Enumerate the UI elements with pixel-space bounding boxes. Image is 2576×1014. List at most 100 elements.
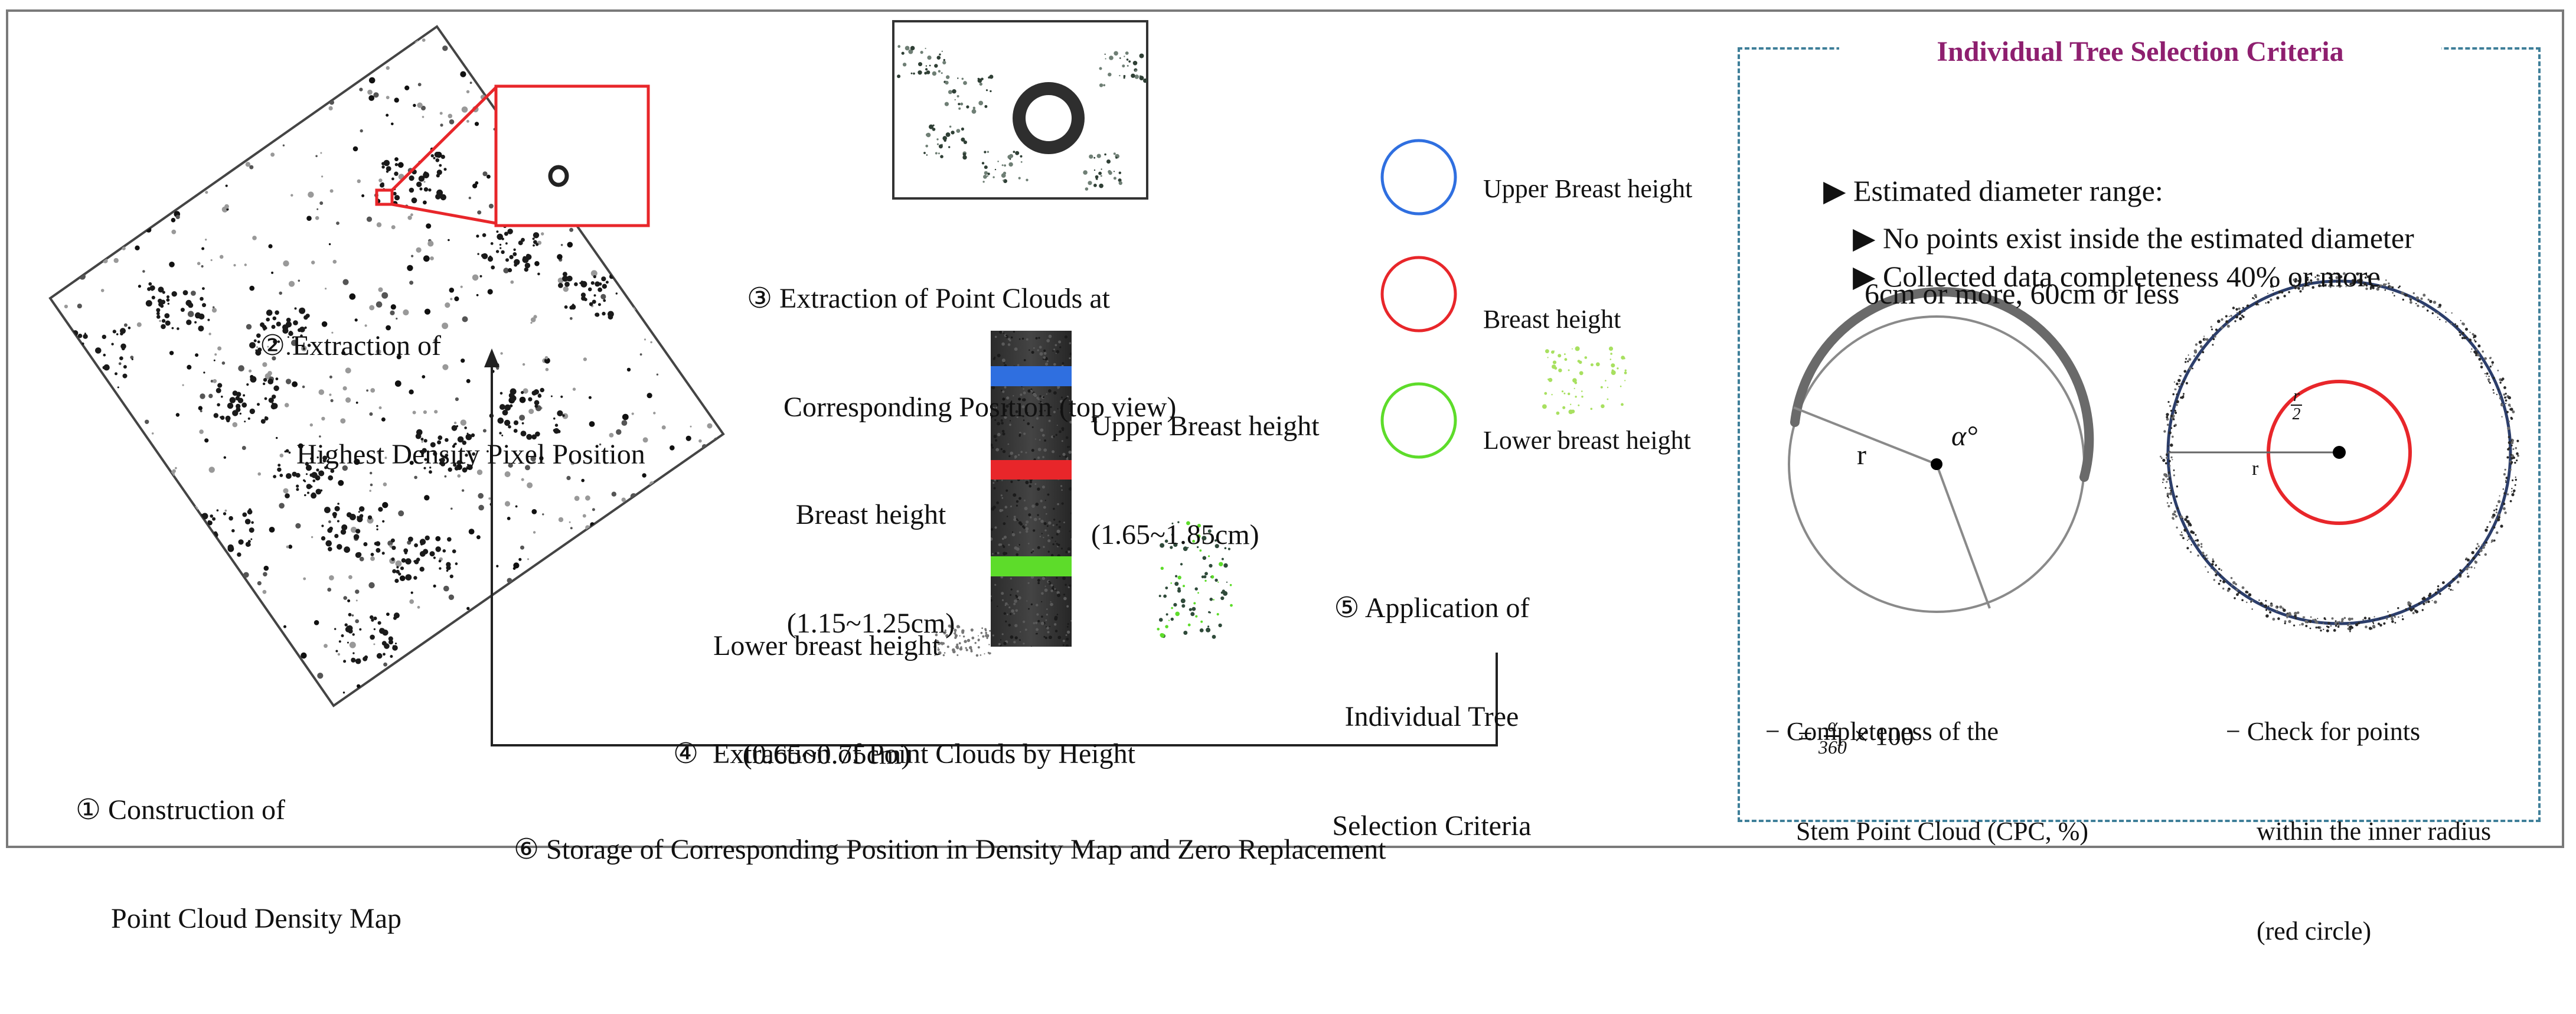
ring-point	[2506, 410, 2509, 413]
map-point	[50, 416, 53, 422]
map-cluster-point	[177, 327, 179, 330]
map-point	[342, 279, 349, 285]
stem-texture-point	[1013, 395, 1014, 397]
ring-point	[2489, 382, 2491, 384]
map-point	[314, 620, 319, 625]
ring-point	[2343, 617, 2346, 620]
stem-texture-point	[1025, 524, 1027, 526]
ring-point	[2316, 278, 2320, 281]
map-point	[407, 265, 413, 271]
map-point	[579, 613, 585, 620]
ring-point	[2506, 493, 2509, 495]
map-cluster-point	[435, 546, 441, 552]
stem-texture-point	[1061, 427, 1065, 431]
ring-point	[2491, 361, 2495, 364]
map-cluster-point	[247, 540, 251, 543]
map-point	[208, 628, 211, 631]
top-view-point	[966, 105, 969, 109]
map-cluster-point	[239, 412, 241, 415]
map-cluster-point	[161, 324, 166, 330]
map-point	[715, 532, 720, 537]
map-cluster-point	[592, 299, 596, 304]
ring-point	[2505, 480, 2506, 481]
ring-point	[2422, 305, 2425, 308]
stem-texture-point	[991, 537, 993, 541]
top-view-point	[1139, 76, 1144, 81]
stem-texture-point	[1003, 641, 1007, 645]
map-point	[106, 556, 110, 562]
map-cluster-point	[370, 634, 375, 640]
map-point	[57, 135, 64, 142]
map-point	[316, 208, 319, 210]
diagram-graphics	[48, 20, 2519, 746]
ring-point	[2510, 454, 2512, 456]
stem-texture-point	[1054, 615, 1058, 620]
map-point	[454, 296, 459, 302]
map-cluster-point	[220, 416, 222, 419]
stem-side-point	[1174, 582, 1179, 586]
map-cluster-point	[265, 416, 267, 419]
map-cluster-point	[221, 395, 223, 398]
map-cluster-point	[120, 343, 126, 350]
top-view-point	[1123, 74, 1126, 77]
map-point	[563, 286, 569, 292]
stem-texture-point	[1040, 400, 1042, 403]
map-point	[298, 443, 303, 449]
stem-side-point	[1183, 631, 1188, 635]
map-point	[154, 655, 160, 661]
ground-point	[946, 645, 949, 648]
ring-point	[2510, 444, 2513, 446]
map-cluster-point	[307, 491, 309, 494]
stem-texture-point	[1028, 608, 1030, 610]
ring-point	[2222, 588, 2225, 590]
map-cluster-point	[352, 652, 355, 654]
stem-texture-point	[1027, 389, 1031, 393]
ring-point	[2434, 591, 2437, 594]
stem-texture-point	[1065, 436, 1069, 439]
map-cluster-point	[287, 336, 289, 338]
map-point	[416, 684, 421, 689]
map-point	[673, 298, 677, 302]
map-cluster-point	[497, 418, 504, 424]
map-point	[691, 107, 697, 113]
map-point	[166, 617, 171, 621]
map-point	[55, 627, 58, 630]
map-point	[396, 317, 398, 320]
top-view-point	[1026, 178, 1029, 181]
map-point	[58, 27, 64, 32]
map-point	[622, 630, 628, 635]
legend-ring-upper	[1380, 139, 1457, 216]
map-point	[200, 410, 203, 413]
top-view-point	[1099, 67, 1102, 70]
map-point	[201, 247, 205, 250]
ring-point	[2212, 334, 2213, 336]
map-cluster-point	[376, 528, 378, 531]
stem-texture-point	[1003, 546, 1005, 548]
ring-point	[2489, 366, 2492, 368]
stem-texture-point	[1041, 592, 1044, 595]
map-point	[570, 461, 575, 465]
ring-point	[2188, 522, 2191, 526]
legend-scatter-point	[1573, 387, 1575, 389]
criteria-title: Individual Tree Selection Criteria	[1839, 35, 2441, 68]
map-point	[64, 304, 68, 309]
map-point	[341, 351, 345, 356]
map-cluster-point	[481, 253, 485, 258]
ring-point	[2385, 279, 2387, 281]
map-point	[71, 408, 74, 411]
stem-texture-point	[1050, 554, 1054, 557]
map-point	[332, 259, 337, 264]
map-cluster-point	[210, 542, 214, 546]
map-point	[417, 83, 422, 87]
map-point	[225, 184, 228, 187]
map-cluster-point	[272, 394, 276, 399]
ring-point	[2336, 281, 2338, 283]
stem-texture-point	[1031, 549, 1034, 551]
ring-point	[2212, 558, 2214, 560]
ring-point	[2205, 555, 2207, 557]
legend-scatter-point	[1552, 364, 1556, 369]
stem-side-point	[1207, 529, 1212, 533]
ring-point	[2268, 605, 2270, 607]
stem-texture-point	[997, 354, 1001, 357]
top-view-point	[938, 144, 943, 149]
